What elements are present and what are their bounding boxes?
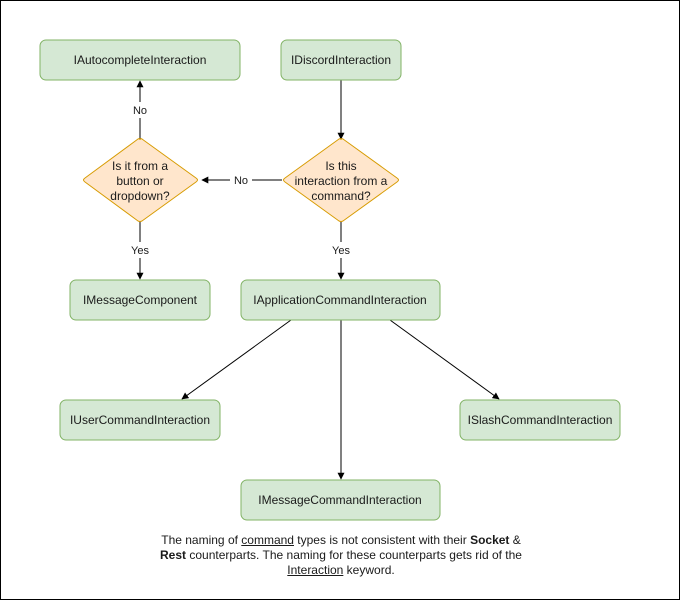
edge-label-command-yes: Yes [332,245,350,257]
edge-label-component-yes-group: Yes [127,242,153,258]
decision-from-component[interactable]: Is it from a button or dropdown? [83,138,198,222]
node-user-command-label: IUserCommandInteraction [70,413,210,427]
node-application-command[interactable]: IApplicationCommandInteraction [240,279,441,321]
node-message-component[interactable]: IMessageComponent [69,279,211,321]
node-message-command[interactable]: IMessageCommandInteraction [240,479,441,521]
decision-from-component-line-1: Is it from a [112,159,168,173]
decision-from-component-line-3: dropdown? [110,189,170,203]
edge-label-component-yes: Yes [131,245,149,257]
edge-label-component-no: No [133,105,147,117]
note-text-3: & [509,533,521,547]
decision-from-component-line-2: button or [116,174,163,188]
note-text-5: keyword. [343,563,395,577]
node-discord-label: IDiscordInteraction [291,53,391,67]
node-autocomplete-label: IAutocompleteInteraction [74,53,207,67]
note-socket-word: Socket [470,533,510,547]
node-slash-command-label: ISlashCommandInteraction [468,413,613,427]
edge-app-to-user [181,319,292,400]
node-application-command-label: IApplicationCommandInteraction [253,293,426,307]
node-message-component-label: IMessageComponent [83,293,198,307]
edge-label-command-no: No [234,175,248,187]
note-text-4: counterparts. The naming for these count… [186,548,522,562]
note-rest-word: Rest [160,548,187,562]
node-message-command-label: IMessageCommandInteraction [258,493,421,507]
decision-from-command-line-2: interaction from a [295,174,388,188]
decision-from-command-line-1: Is this [325,159,356,173]
edge-label-component-no-group: No [129,102,151,118]
node-discord[interactable]: IDiscordInteraction [280,39,402,81]
note-interaction-word: Interaction [287,563,344,577]
note-command-word: command [241,533,294,547]
node-user-command[interactable]: IUserCommandInteraction [59,399,221,441]
edge-app-to-slash [389,319,500,400]
node-slash-command[interactable]: ISlashCommandInteraction [459,399,621,441]
edge-label-command-no-group: No [230,172,252,188]
edge-label-command-yes-group: Yes [328,242,354,258]
decision-from-command[interactable]: Is this interaction from a command? [283,138,399,222]
node-autocomplete[interactable]: IAutocompleteInteraction [39,39,241,81]
naming-note: The naming of command types is not consi… [150,533,532,578]
note-text-1: The naming of [161,533,242,547]
decision-from-command-line-3: command? [311,189,371,203]
note-text-2: types is not consistent with their [293,533,471,547]
